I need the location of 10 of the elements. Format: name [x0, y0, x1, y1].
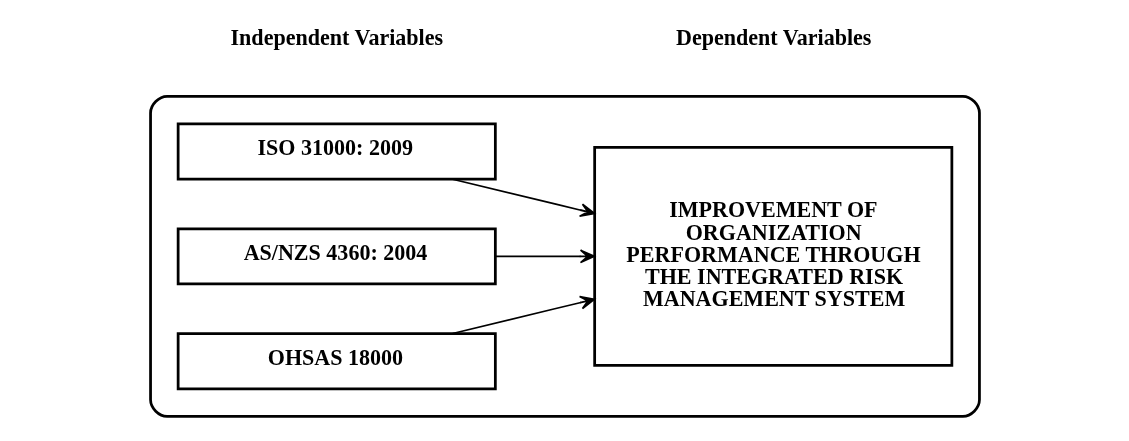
- arrow: [494, 249, 595, 264]
- label: Independent Variables: [230, 25, 443, 51]
- cluster: [148, 95, 981, 418]
- node-box: AS/NZS 4360: 2004: [176, 227, 497, 286]
- node-box: ISO 31000: 2009: [176, 122, 497, 181]
- arrow: [451, 295, 595, 335]
- label: Dependent Variables: [675, 25, 871, 51]
- node-box: IMPROVEMENT OF ORGANIZATION PERFORMANCE THROUGH THE INTEGRATED RISK MANAGEMENT SYSTEM: [592, 146, 953, 367]
- arrow: [451, 178, 595, 218]
- node-box: OHSAS 18000: [176, 332, 497, 391]
